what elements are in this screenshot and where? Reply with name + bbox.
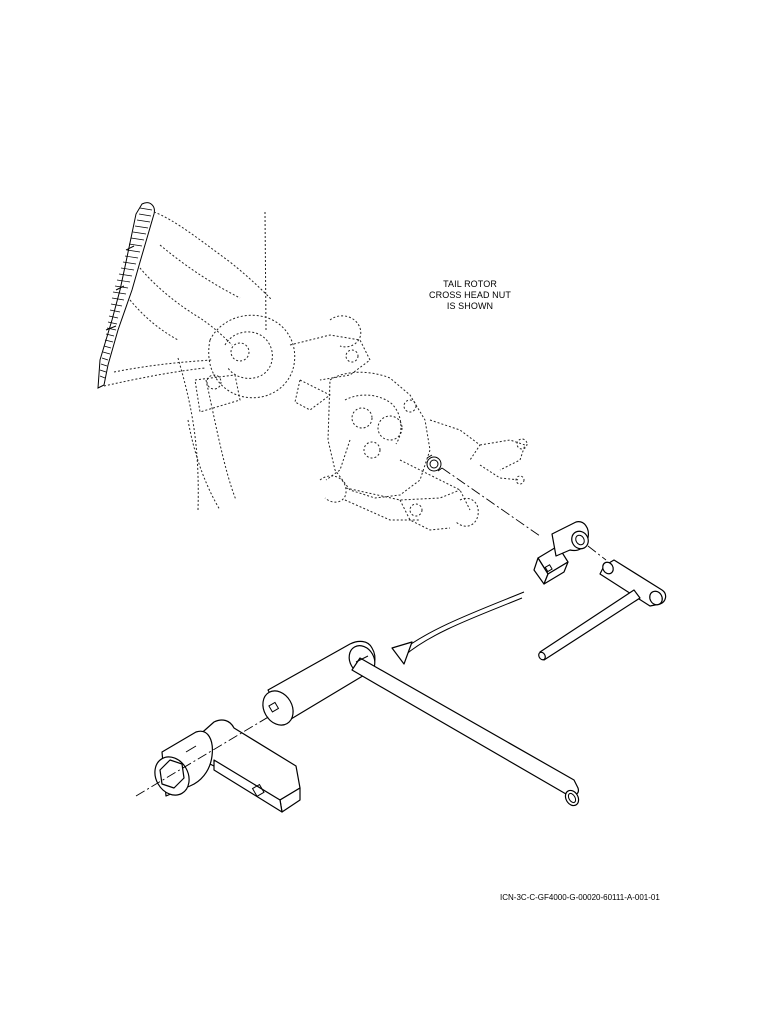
nut-center-line: [441, 467, 541, 537]
detail-center-line: [135, 715, 271, 797]
callout-line-2: CROSS HEAD NUT: [429, 290, 511, 300]
wrench-detail-view: [154, 640, 580, 813]
cross-head-nut: [426, 454, 443, 472]
callout-line-3: IS SHOWN: [446, 301, 494, 311]
tail-rotor-blade: [97, 202, 155, 389]
icn-code: ICN-3C-C-GF4000-G-00020-60111-A-001-01: [500, 893, 660, 902]
callout-note: TAIL ROTOR CROSS HEAD NUT IS SHOWN: [410, 279, 530, 312]
enlarge-leader-arrow: [391, 591, 525, 665]
wrench-small-view: [533, 521, 667, 661]
tail-rotor-assembly-phantom: [97, 202, 528, 531]
callout-line-1: TAIL ROTOR: [443, 279, 497, 289]
